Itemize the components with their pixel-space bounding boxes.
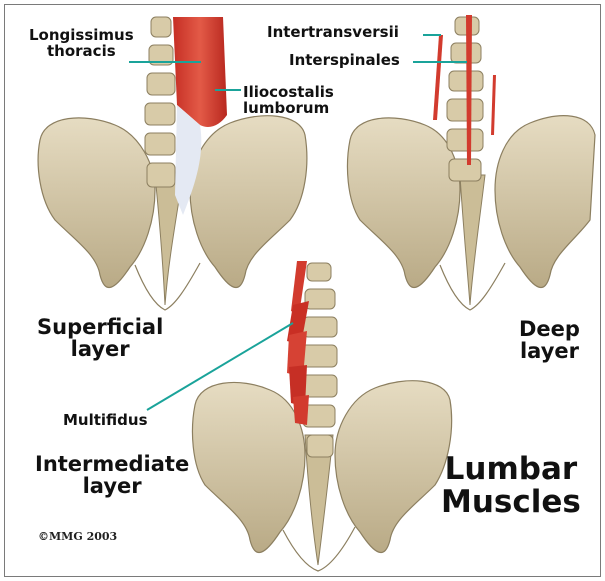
diagram-frame: Longissimus thoracis Iliocostalis lumbor… — [4, 4, 601, 577]
title-line1: Lumbar — [445, 451, 578, 487]
iliocostalis-lumborum-label: Iliocostalis lumborum — [243, 85, 334, 117]
copyright-notice: ©MMG 2003 — [38, 530, 117, 543]
deep-layer-label: Deep layer — [519, 318, 580, 362]
longissimus-label-line2: thoracis — [47, 42, 116, 60]
superficial-label-line1: Superficial — [37, 315, 163, 339]
iliocostalis-label-line2: lumborum — [243, 99, 329, 117]
superficial-layer-label: Superficial layer — [37, 316, 163, 360]
title-line2: Muscles — [441, 484, 581, 520]
longissimus-thoracis-label: Longissimus thoracis — [29, 28, 134, 60]
intermediate-label-line1: Intermediate — [35, 452, 189, 476]
diagram-title: Lumbar Muscles — [441, 453, 581, 518]
intertransversii-label: Intertransversii — [267, 25, 399, 41]
deep-label-line2: layer — [520, 339, 579, 363]
interspinales-muscle — [466, 15, 472, 165]
intermediate-label-line2: layer — [83, 474, 142, 498]
multifidus-label: Multifidus — [63, 413, 148, 429]
intermediate-layer-label: Intermediate layer — [35, 453, 189, 497]
multifidus-muscle — [287, 261, 309, 425]
interspinales-label: Interspinales — [289, 53, 400, 69]
superficial-label-line2: layer — [71, 337, 130, 361]
deep-label-line1: Deep — [519, 317, 580, 341]
intermediate-spine — [301, 263, 337, 457]
